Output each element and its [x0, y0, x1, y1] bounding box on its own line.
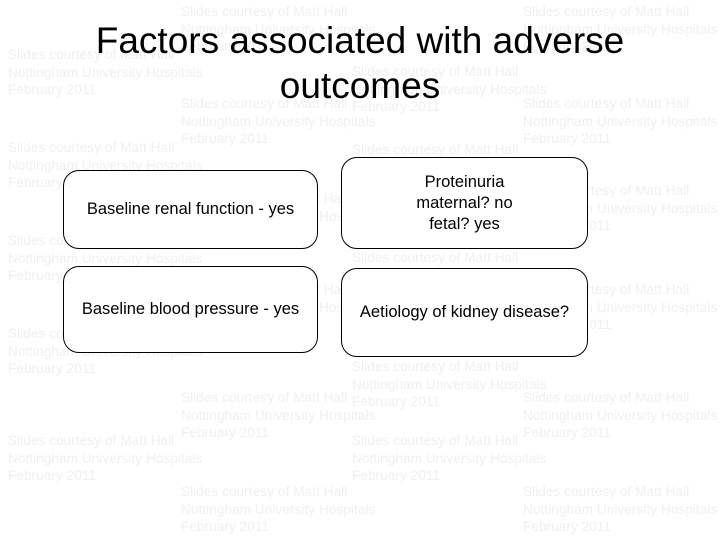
baseline-renal-function-box[interactable]: Baseline renal function - yes [63, 170, 318, 249]
watermark-line: February 2011 [8, 468, 97, 483]
watermark-line: Nottingham University Hospitals [352, 450, 547, 466]
watermark-line: Slides courtesy of Matt Hall [523, 484, 690, 499]
watermark-line: Nottingham University Hospitals [352, 376, 547, 392]
proteinuria-box[interactable]: Proteinuria maternal? no fetal? yes [341, 157, 588, 249]
watermark-line: February 2011 [8, 361, 97, 376]
watermark-line: February 2011 [523, 425, 612, 440]
box-text: Aetiology of kidney disease? [354, 302, 575, 323]
watermark-line: Slides courtesy of Matt Hall [352, 250, 519, 265]
box-text-line: Baseline renal function - yes [86, 200, 295, 218]
watermark-line: Nottingham University Hospitals [523, 113, 718, 129]
watermark-line: February 2011 [181, 425, 270, 440]
watermark-line: Nottingham University Hospitals [523, 501, 718, 517]
watermark-line: February 2011 [352, 468, 441, 483]
watermark-line: Slides courtesy of Matt Hall [181, 390, 348, 405]
watermark-line: February 2011 [523, 131, 612, 146]
box-text: Baseline blood pressure - yes [76, 299, 305, 320]
watermark-line: Nottingham University Hospitals [523, 407, 718, 423]
watermark-line: Slides courtesy of Matt Hall [352, 359, 519, 374]
watermark-line: Nottingham University Hospitals [8, 450, 203, 466]
baseline-blood-pressure-box[interactable]: Baseline blood pressure - yes [63, 266, 318, 353]
watermark-line: Slides courtesy of Matt Hall [8, 140, 175, 155]
box-text-line: maternal? no [416, 193, 513, 212]
watermark-line: February 2011 [352, 394, 441, 409]
watermark-line: Nottingham University Hospitals [8, 250, 203, 266]
watermark-line: February 2011 [181, 131, 270, 146]
watermark-line: February 2011 [523, 519, 612, 534]
watermark-line: Nottingham University Hospitals [181, 501, 376, 517]
watermark-line: Slides courtesy of Matt Hall [352, 142, 519, 157]
box-text-line: Aetiology of kidney disease? [359, 303, 570, 321]
watermark-line: Slides courtesy of Matt Hall [352, 433, 519, 448]
box-text-line: Baseline blood pressure - yes [81, 300, 300, 318]
watermark-line: Nottingham University Hospitals [181, 407, 376, 423]
box-text-line: Proteinuria [424, 172, 505, 191]
box-text: Proteinuria maternal? no fetal? yes [410, 172, 518, 235]
watermark-line: Slides courtesy of Matt Hall [523, 390, 690, 405]
watermark-line: Slides courtesy of Matt Hall [181, 484, 348, 499]
watermark-line: February 2011 [181, 519, 270, 534]
box-text: Baseline renal function - yes [81, 199, 300, 220]
watermark-line: Nottingham University Hospitals [181, 113, 376, 129]
watermark-line: Slides courtesy of Matt Hall [8, 433, 175, 448]
aetiology-of-kidney-disease-box[interactable]: Aetiology of kidney disease? [341, 268, 588, 357]
box-text-line: fetal? yes [429, 214, 500, 233]
page-title: Factors associated with adverse outcomes [95, 20, 625, 106]
